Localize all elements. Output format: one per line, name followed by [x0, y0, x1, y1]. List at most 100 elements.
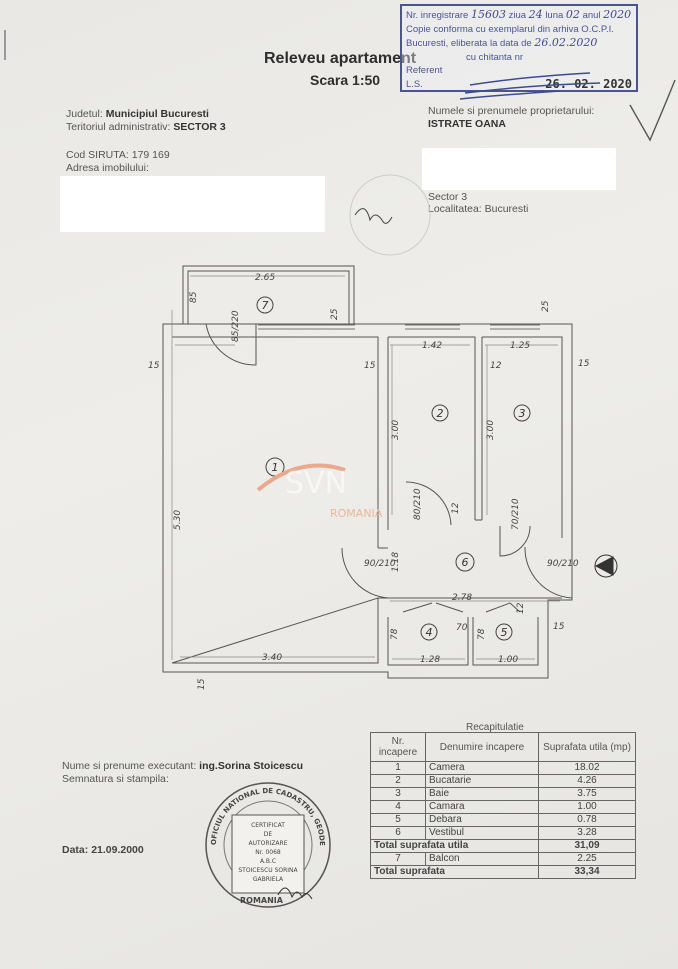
- svg-text:3.00: 3.00: [391, 420, 401, 440]
- ls-label: L.S.: [406, 78, 423, 90]
- registration-stamp: Nr. inregistrare 15603 ziua 24 luna 02 a…: [400, 4, 638, 92]
- svg-text:85: 85: [189, 291, 199, 303]
- room-3-label: 3: [519, 407, 526, 420]
- outer-wall: [162, 323, 573, 679]
- header-name: Denumire incapere: [425, 732, 539, 762]
- judet-line: Judetul: Municipiul Bucuresti: [66, 108, 209, 120]
- redacted-owner-address: [422, 148, 616, 190]
- svg-text:12: 12: [516, 602, 526, 614]
- authorization-seal: OFICIUL NATIONAL DE CADASTRU, GEODEZIE S…: [198, 775, 331, 908]
- siruta-line: Cod SIRUTA: 179 169: [66, 149, 170, 161]
- svg-text:A.B.C: A.B.C: [260, 858, 276, 865]
- svg-text:1.28: 1.28: [420, 655, 440, 665]
- year-label: anul: [582, 10, 601, 21]
- svg-text:78: 78: [390, 628, 400, 640]
- watermark: SVN ROMANIA: [256, 463, 383, 520]
- svg-text:15: 15: [364, 361, 376, 371]
- small-signature-icon: [354, 208, 393, 224]
- svg-text:SVN: SVN: [285, 466, 347, 501]
- issued-date: 26.02.2020: [534, 36, 598, 49]
- svg-text:5.30: 5.30: [173, 510, 183, 530]
- room-markers: [256, 296, 531, 641]
- svg-text:3.40: 3.40: [262, 653, 282, 663]
- svg-text:1.18: 1.18: [391, 552, 401, 572]
- recap-caption: Recapitulatie: [466, 722, 524, 733]
- room-2-3-outline: [387, 336, 563, 538]
- svg-text:12: 12: [490, 361, 502, 371]
- room-4-label: 4: [426, 626, 433, 639]
- date-line: Data: 21.09.2000: [62, 844, 144, 856]
- svg-text:CERTIFICAT: CERTIFICAT: [251, 822, 285, 829]
- svg-text:1.00: 1.00: [498, 655, 518, 665]
- north-arrow-icon: [594, 554, 618, 578]
- signature-icon: [277, 887, 313, 900]
- reg-month: 02: [565, 8, 580, 21]
- door-balcony: [205, 323, 257, 366]
- door-room-3: [499, 525, 531, 557]
- door-room-2: [405, 481, 452, 526]
- month-label: luna: [545, 10, 564, 21]
- redacted-address: [60, 176, 325, 232]
- room-6-label: 6: [462, 556, 469, 569]
- reg-day: 24: [528, 8, 543, 21]
- svg-text:15: 15: [553, 622, 565, 632]
- room-2-label: 2: [437, 407, 444, 420]
- recap-table: Nr. incapere Denumire incapere Suprafata…: [370, 732, 636, 879]
- faint-stamp-icon: [349, 174, 431, 256]
- reg-year: 2020: [603, 8, 632, 21]
- dimension-labels: 2.65 85 25 85/220 15 15 1.42 1.25 15 12 …: [148, 273, 590, 690]
- svg-text:70/210: 70/210: [511, 498, 521, 530]
- owner-label: Numele si prenumele proprietarului:: [428, 105, 595, 117]
- entrance-door: [524, 546, 573, 599]
- address-label: Adresa imobilului:: [66, 162, 149, 174]
- teritoriu-line: Teritoriul administrativ: SECTOR 3: [66, 121, 226, 133]
- svg-text:15: 15: [578, 359, 590, 369]
- copy-conform-text: Copie conforma cu exemplarul din arhiva …: [406, 23, 614, 35]
- owner-name: ISTRATE OANA: [428, 118, 506, 130]
- svg-text:AUTORIZARE: AUTORIZARE: [249, 840, 288, 847]
- document-title: Releveu apartament: [264, 50, 417, 67]
- svg-text:25: 25: [330, 308, 340, 320]
- header-nr: Nr. incapere: [370, 732, 426, 762]
- issued-label: Bucuresti, eliberata la data de: [406, 38, 532, 49]
- room-1-outline: [171, 336, 379, 664]
- owner-sector: Sector 3: [428, 191, 468, 203]
- svg-text:90/210: 90/210: [364, 559, 396, 569]
- svg-text:90/210: 90/210: [547, 559, 579, 569]
- svg-text:ROMANIA: ROMANIA: [330, 507, 383, 520]
- door-room-1: [341, 547, 389, 599]
- svg-text:2.78: 2.78: [452, 593, 472, 603]
- room-5-label: 5: [501, 626, 508, 639]
- svg-text:STOICESCU SORINA: STOICESCU SORINA: [238, 867, 298, 874]
- signature-label: Semnatura si stampila:: [62, 773, 169, 785]
- day-label: ziua: [508, 10, 527, 21]
- executant-line: Nume si prenume executant: ing.Sorina St…: [62, 760, 304, 772]
- receipt-label: cu chitanta nr: [466, 51, 524, 63]
- svg-text:80/210: 80/210: [413, 488, 423, 520]
- svg-text:Nr. 0068: Nr. 0068: [255, 849, 281, 856]
- svg-text:1.42: 1.42: [422, 341, 442, 351]
- room-7-label: 7: [262, 299, 269, 312]
- svg-text:1.25: 1.25: [510, 341, 530, 351]
- reg-label: Nr. inregistrare: [406, 10, 469, 21]
- svg-text:ROMANIA: ROMANIA: [240, 896, 284, 905]
- rooms-4-5-outline: [387, 597, 562, 666]
- svg-text:2.65: 2.65: [255, 273, 275, 283]
- svg-text:70: 70: [456, 623, 468, 633]
- reg-number: 15603: [470, 8, 506, 21]
- svg-text:78: 78: [477, 628, 487, 640]
- svg-text:3.00: 3.00: [486, 420, 496, 440]
- page-edge-mark: [4, 30, 6, 60]
- table-header: Nr. incapere Denumire incapere Suprafata…: [370, 732, 636, 762]
- room-1-label: 1: [272, 461, 279, 474]
- scale-label: Scara 1:50: [310, 72, 381, 88]
